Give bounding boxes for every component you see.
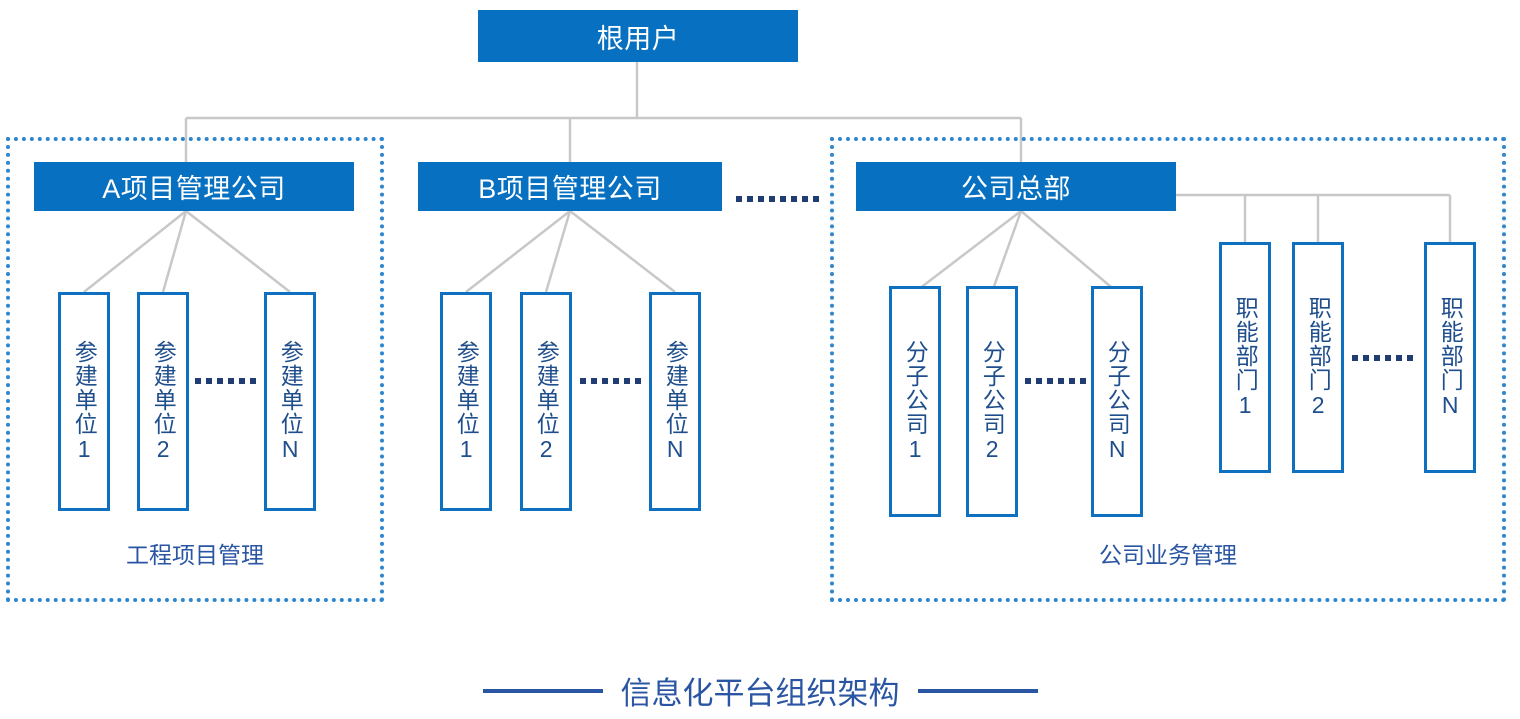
node-unit-b-n[interactable]: 参建单位N xyxy=(649,292,701,511)
node-unit-b-2[interactable]: 参建单位2 xyxy=(520,292,572,511)
node-department-n-label: 职能部门N xyxy=(1437,296,1464,419)
node-unit-a-2-label: 参建单位2 xyxy=(150,340,177,463)
node-department-2[interactable]: 职能部门2 xyxy=(1292,242,1344,473)
node-root[interactable]: 根用户 xyxy=(478,10,798,62)
node-subsidiary-n-label: 分子公司N xyxy=(1104,340,1131,463)
footer-title-bar: 信息化平台组织架构 xyxy=(0,668,1520,713)
connector-b-child-1 xyxy=(465,210,571,293)
ellipsis-subsidiaries xyxy=(1025,378,1086,384)
ellipsis-units-a xyxy=(195,378,256,384)
region-label-company-business: 公司业务管理 xyxy=(1099,542,1237,568)
node-company-a-label: A项目管理公司 xyxy=(102,174,286,204)
node-unit-a-1-label: 参建单位1 xyxy=(71,340,98,463)
node-unit-b-2-label: 参建单位2 xyxy=(533,340,560,463)
region-engineering-project-management xyxy=(6,137,384,602)
node-headquarters-label: 公司总部 xyxy=(961,174,1071,204)
node-headquarters[interactable]: 公司总部 xyxy=(856,162,1176,211)
footer-rule-left xyxy=(482,688,603,693)
node-company-b[interactable]: B项目管理公司 xyxy=(418,162,722,211)
node-subsidiary-2-label: 分子公司2 xyxy=(979,340,1006,463)
node-unit-b-1-label: 参建单位1 xyxy=(453,340,480,463)
node-subsidiary-1-label: 分子公司1 xyxy=(902,340,929,463)
node-unit-b-n-label: 参建单位N xyxy=(662,340,689,463)
node-subsidiary-n[interactable]: 分子公司N xyxy=(1091,286,1143,517)
region-company-business-management xyxy=(830,137,1506,602)
node-unit-a-2[interactable]: 参建单位2 xyxy=(137,292,189,511)
node-unit-a-1[interactable]: 参建单位1 xyxy=(58,292,110,511)
node-root-label: 根用户 xyxy=(596,23,680,54)
node-company-b-label: B项目管理公司 xyxy=(478,174,662,204)
node-department-2-label: 职能部门2 xyxy=(1305,296,1332,419)
node-unit-a-n[interactable]: 参建单位N xyxy=(264,292,316,511)
node-department-n[interactable]: 职能部门N xyxy=(1424,242,1476,473)
ellipsis-departments xyxy=(1352,355,1413,361)
node-company-a[interactable]: A项目管理公司 xyxy=(34,162,354,211)
footer-rule-right xyxy=(917,688,1038,693)
footer-title: 信息化平台组织架构 xyxy=(620,676,900,711)
ellipsis-units-b xyxy=(580,378,641,384)
node-unit-b-1[interactable]: 参建单位1 xyxy=(440,292,492,511)
node-subsidiary-2[interactable]: 分子公司2 xyxy=(966,286,1018,517)
ellipsis-branches xyxy=(736,196,819,202)
connector-b-child-2 xyxy=(544,210,572,293)
node-department-1-label: 职能部门1 xyxy=(1232,296,1259,419)
node-subsidiary-1[interactable]: 分子公司1 xyxy=(889,286,941,517)
node-unit-a-n-label: 参建单位N xyxy=(277,340,304,463)
connector-b-child-3 xyxy=(569,210,676,293)
region-label-engineering: 工程项目管理 xyxy=(126,542,264,568)
node-department-1[interactable]: 职能部门1 xyxy=(1219,242,1271,473)
